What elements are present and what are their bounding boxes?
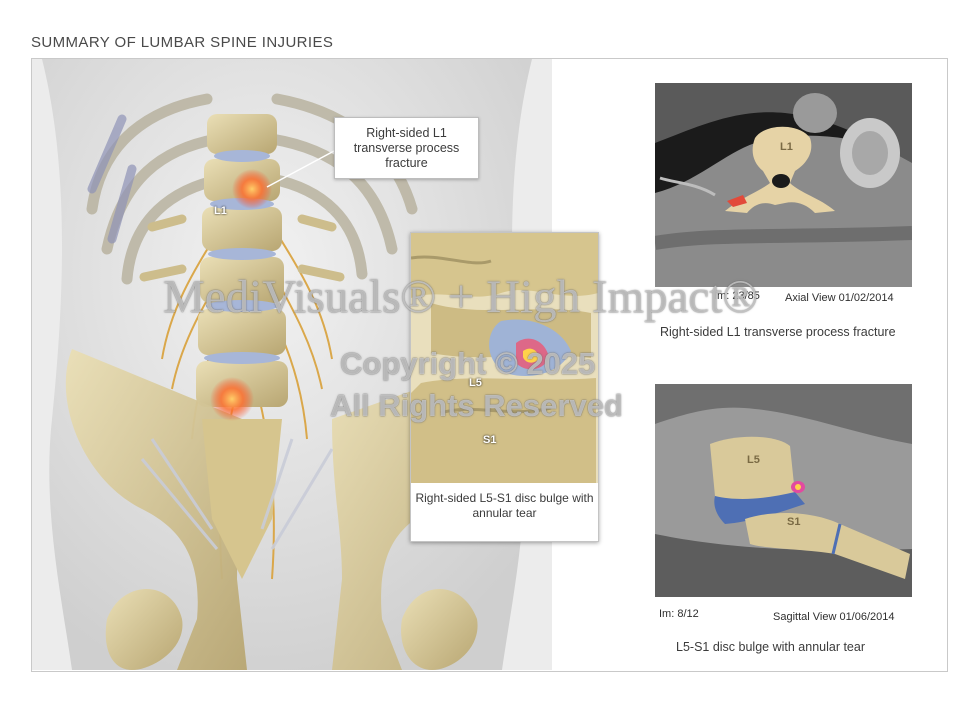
l1-fracture-highlight xyxy=(232,169,272,209)
ct-image-number: Im: 23/85 xyxy=(714,290,760,302)
ct-l1-label: L1 xyxy=(780,141,793,153)
mri-caption: L5-S1 disc bulge with annular tear xyxy=(676,640,866,654)
axial-ct-image: L1 xyxy=(653,83,913,287)
ct-view-label: Axial View 01/02/2014 xyxy=(785,292,894,304)
l1-fracture-callout-text: Right-sided L1 transverse process fractu… xyxy=(353,125,460,170)
mri-image-number: Im: 8/12 xyxy=(659,608,699,620)
mri-s1-label: S1 xyxy=(787,516,801,528)
inset-caption: Right-sided L5-S1 disc bulge with annula… xyxy=(415,491,594,520)
mri-l5-label: L5 xyxy=(747,454,760,466)
inset-l5-label: L5 xyxy=(469,377,482,389)
l5s1-injury-highlight xyxy=(210,377,254,421)
page-title: SUMMARY OF LUMBAR SPINE INJURIES xyxy=(31,34,334,51)
l1-fracture-callout: Right-sided L1 transverse process fractu… xyxy=(334,117,479,179)
l5-s1-inset: L5 S1 Right-sided L5-S1 disc bulge with … xyxy=(410,232,599,542)
inset-s1-label: S1 xyxy=(483,434,497,446)
sagittal-mri-image: L5 S1 xyxy=(655,384,912,597)
l5-s1-inset-illustration xyxy=(410,233,598,483)
l1-vertebra-label: L1 xyxy=(214,205,227,217)
mri-view-label: Sagittal View 01/06/2014 xyxy=(773,611,895,623)
ct-caption: Right-sided L1 transverse process fractu… xyxy=(660,325,896,339)
